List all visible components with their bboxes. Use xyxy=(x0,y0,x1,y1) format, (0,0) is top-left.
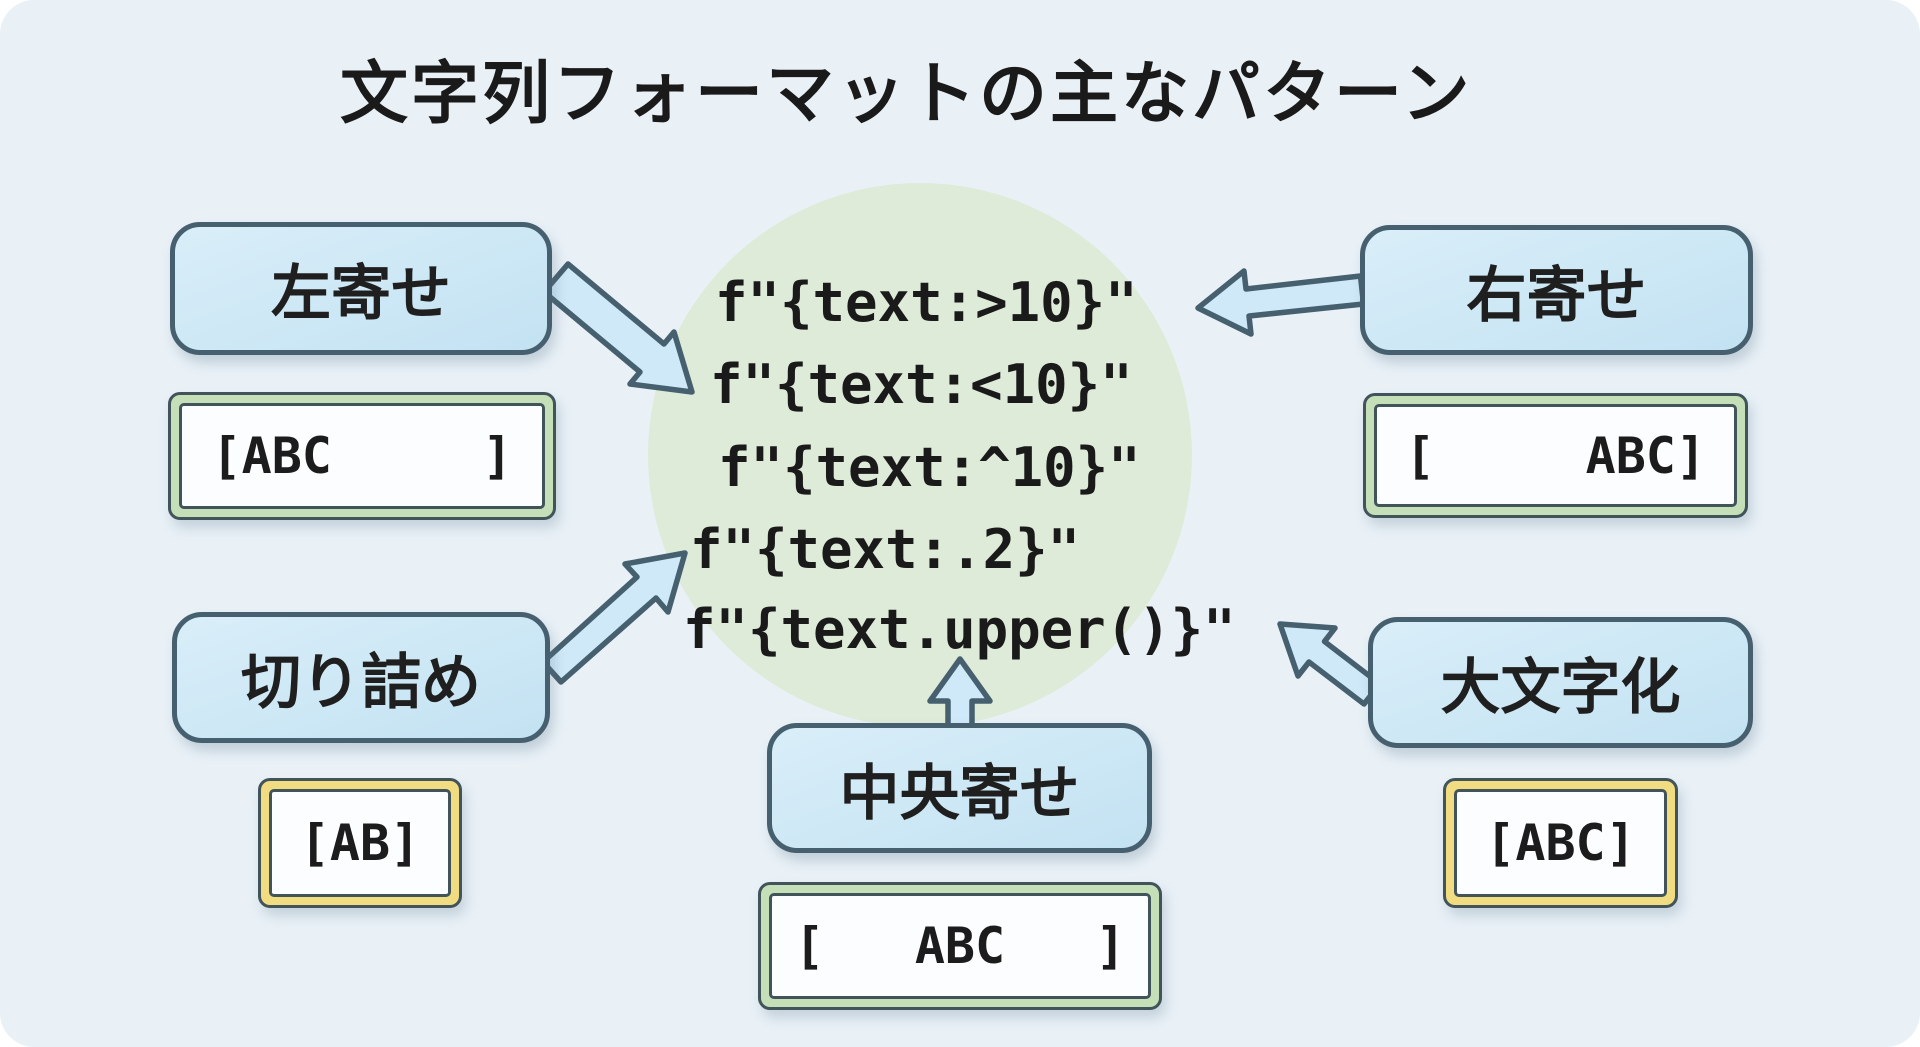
sample-box-right-align-inner: [ ABC] xyxy=(1374,404,1737,507)
sample-box-truncate: [AB] xyxy=(258,778,462,908)
sample-box-center-align: [ ABC ] xyxy=(758,882,1162,1010)
label-right-align: 右寄せ xyxy=(1466,261,1647,329)
label-bubble-truncate: 切り詰め xyxy=(172,612,550,743)
label-left-align: 左寄せ xyxy=(271,260,451,327)
label-bubble-uppercase: 大文字化 xyxy=(1368,617,1753,748)
arrow-truncate-to-code-icon xyxy=(540,550,688,685)
code-line-truncate: f"{text:.2}" xyxy=(690,518,1081,581)
arrow-uppercase-to-code-icon xyxy=(1277,621,1383,707)
sample-box-right-align: [ ABC] xyxy=(1363,393,1748,518)
label-bubble-right-align: 右寄せ xyxy=(1360,225,1753,355)
sample-text-uppercase: [ABC] xyxy=(1485,814,1636,872)
sample-text-left-align: [ABC ] xyxy=(211,427,513,485)
center-circle xyxy=(648,183,1192,727)
label-uppercase: 大文字化 xyxy=(1440,654,1681,721)
sample-box-uppercase-inner: [ABC] xyxy=(1454,789,1667,897)
code-line-left-align: f"{text:<10}" xyxy=(710,353,1133,416)
sample-text-center-align: [ ABC ] xyxy=(794,917,1126,975)
code-line-uppercase: f"{text.upper()}" xyxy=(683,598,1236,661)
code-line-center-align: f"{text:^10}" xyxy=(718,436,1141,499)
sample-text-right-align: [ ABC] xyxy=(1404,426,1707,485)
page-title: 文字列フォーマットの主なパターン xyxy=(340,56,1473,132)
label-center-align: 中央寄せ xyxy=(839,759,1080,827)
label-bubble-center-align: 中央寄せ xyxy=(767,723,1152,853)
sample-box-uppercase: [ABC] xyxy=(1443,778,1678,908)
sample-box-truncate-inner: [AB] xyxy=(269,789,451,897)
sample-box-center-align-inner: [ ABC ] xyxy=(769,893,1151,999)
arrow-right-align-to-code-icon xyxy=(1195,268,1367,337)
sample-text-truncate: [AB] xyxy=(299,814,421,872)
sample-box-left-align: [ABC ] xyxy=(168,392,556,520)
label-truncate: 切り詰め xyxy=(241,649,481,716)
label-bubble-left-align: 左寄せ xyxy=(170,222,552,355)
sample-box-left-align-inner: [ABC ] xyxy=(179,403,545,509)
code-line-right-align: f"{text:>10}" xyxy=(715,271,1138,334)
